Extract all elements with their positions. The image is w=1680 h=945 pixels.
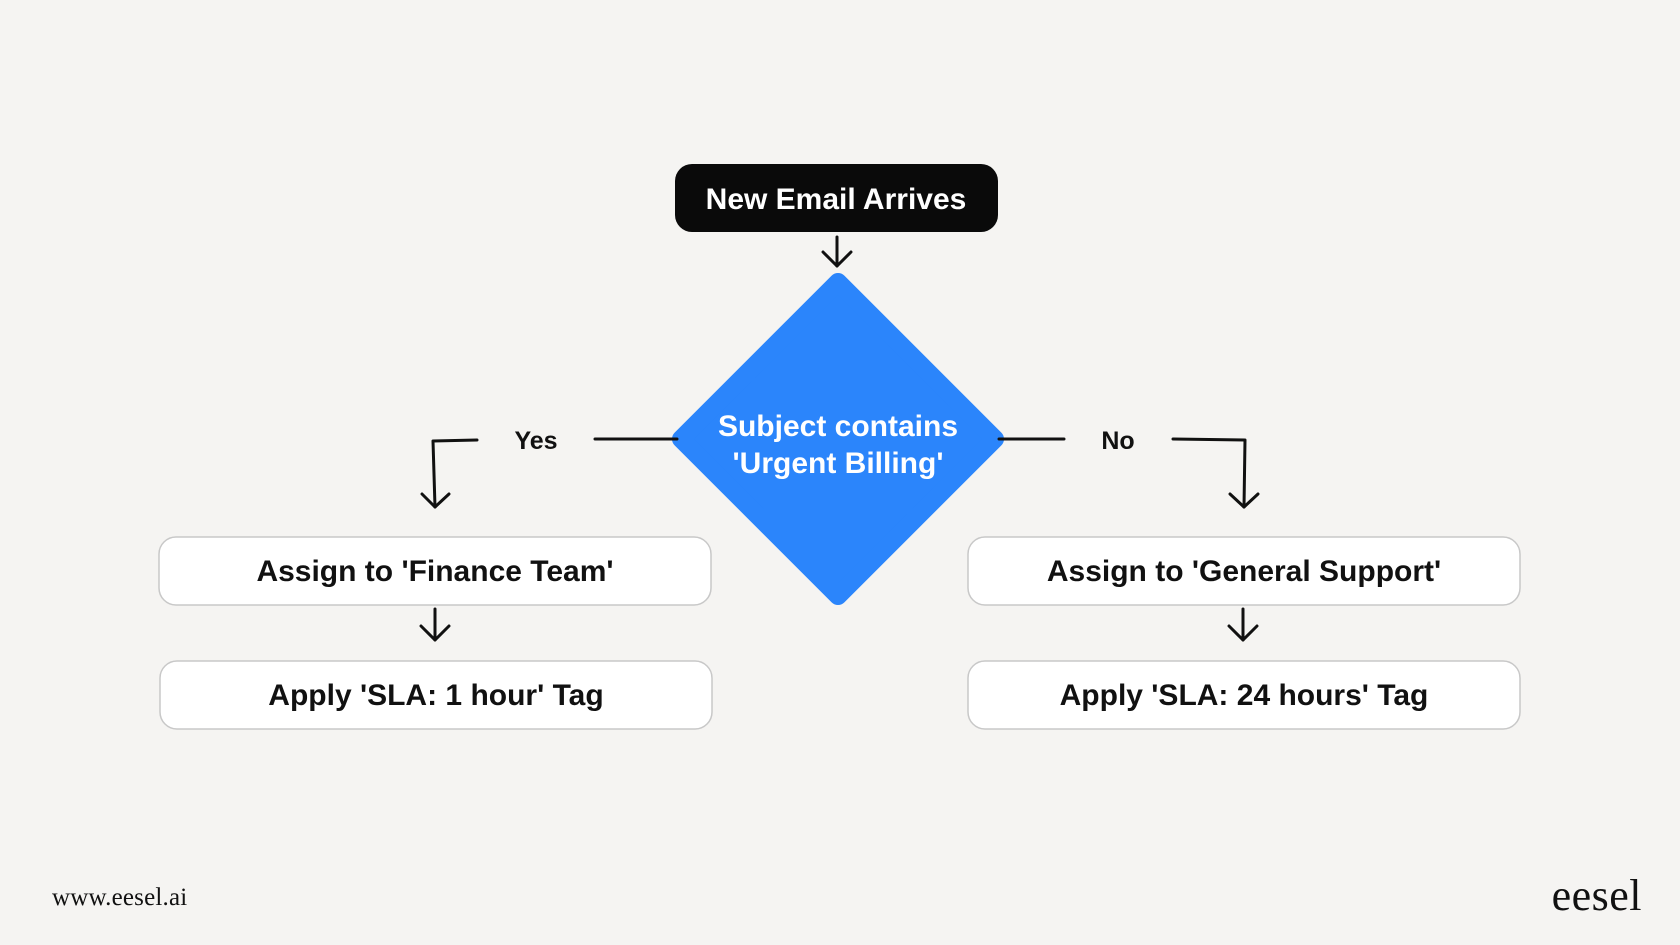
- no-label: No: [1101, 427, 1134, 455]
- decision-diamond: [672, 273, 1004, 605]
- no-step1-box: [967, 536, 1521, 606]
- connector-no: [997, 437, 1260, 509]
- no-step2-label: Apply 'SLA: 24 hours' Tag: [1060, 679, 1429, 712]
- yes-label: Yes: [514, 427, 557, 455]
- yes-step2-box: [159, 660, 713, 730]
- footer-logo: eesel: [1551, 871, 1642, 920]
- arrow-start-to-decision: [821, 235, 853, 268]
- yes-step1-node: Assign to 'Finance Team': [158, 536, 712, 606]
- start-node-box: [675, 164, 998, 232]
- arrow-yes-step1-to-step2: [419, 607, 451, 642]
- no-step1-node: Assign to 'General Support': [967, 536, 1521, 606]
- arrow-no-step1-to-step2: [1227, 607, 1259, 642]
- yes-step1-label: Assign to 'Finance Team': [256, 555, 613, 588]
- connector-yes: [420, 437, 679, 509]
- decision-node: Subject contains 'Urgent Billing': [672, 273, 1004, 605]
- yes-step2-label: Apply 'SLA: 1 hour' Tag: [268, 679, 603, 712]
- decision-label-line1: Subject contains: [718, 410, 958, 443]
- no-step2-node: Apply 'SLA: 24 hours' Tag: [967, 660, 1521, 730]
- decision-label-line2: 'Urgent Billing': [733, 447, 944, 480]
- yes-step2-node: Apply 'SLA: 1 hour' Tag: [159, 660, 713, 730]
- no-step2-box: [967, 660, 1521, 730]
- yes-step1-box: [158, 536, 712, 606]
- footer-url: www.eesel.ai: [52, 884, 188, 911]
- no-step1-label: Assign to 'General Support': [1047, 555, 1441, 588]
- start-node-label: New Email Arrives: [706, 183, 967, 216]
- start-node: New Email Arrives: [675, 164, 998, 232]
